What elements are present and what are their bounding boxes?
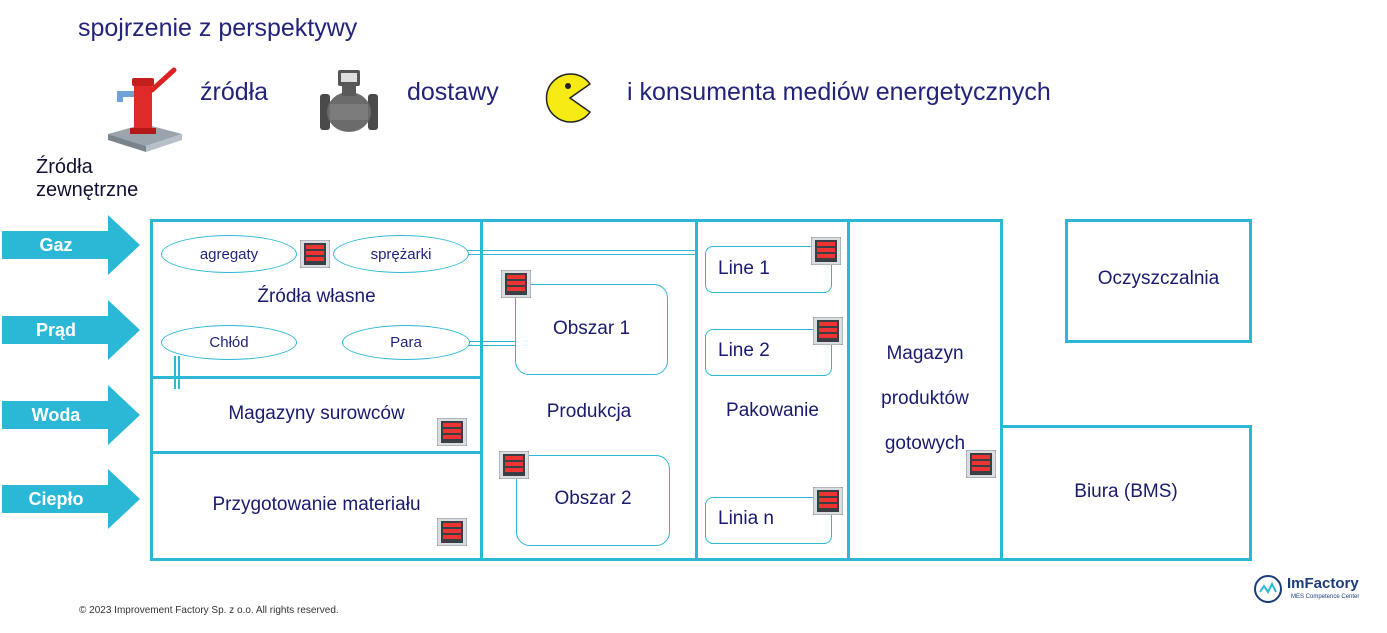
line2-box — [705, 329, 832, 376]
power-meter-icon — [437, 418, 467, 446]
area1-box — [515, 284, 668, 375]
gas-meter-icon — [316, 68, 382, 138]
arrow-water-label: Woda — [31, 404, 81, 425]
delivery-label: dostawy — [407, 78, 499, 106]
external-sources-line1: Źródła — [36, 156, 93, 178]
wastewater-box — [1065, 219, 1252, 343]
area2-label: Obszar 2 — [554, 488, 632, 509]
pacman-icon — [544, 72, 594, 124]
imfactory-logo: ImFactory MES Competence Center — [1253, 574, 1368, 606]
wastewater-label: Oczyszczalnia — [1097, 268, 1220, 289]
pipe-vertical-left — [174, 356, 180, 389]
logo-sub: MES Competence Center — [1291, 594, 1360, 600]
area2-box — [516, 455, 670, 546]
finished-goods-label: Magazyn produktów gotowych — [847, 331, 1003, 466]
power-meter-icon — [300, 240, 330, 268]
line-n-box — [705, 497, 832, 544]
ellipse-aggregates: agregaty — [161, 235, 297, 273]
offices-label: Biura (BMS) — [1074, 481, 1178, 502]
ellipse-compressors: sprężarki — [333, 235, 469, 273]
pipe-horizontal-mid — [468, 341, 518, 346]
power-meter-icon — [437, 518, 467, 546]
power-meter-icon — [813, 487, 843, 515]
imfactory-logo-mark-icon — [1254, 575, 1282, 603]
arrow-gas-label: Gaz — [39, 234, 73, 255]
consumer-label: i konsumenta mediów energetycznych — [627, 78, 1051, 106]
finished-goods-line3: gotowych — [884, 433, 966, 454]
source-label: źródła — [200, 78, 269, 106]
ellipse-cooling: Chłód — [161, 325, 297, 360]
arrow-power-label: Prąd — [35, 319, 77, 340]
water-pump-icon — [104, 64, 184, 152]
line1-box — [705, 246, 832, 293]
external-sources-title: Źródła zewnętrzne — [36, 156, 138, 202]
ellipse-steam: Para — [342, 325, 470, 360]
line1-label: Line 1 — [718, 258, 770, 279]
production-label: Produkcja — [546, 401, 632, 422]
line2-label: Line 2 — [718, 340, 770, 361]
finished-goods-line1: Magazyn — [886, 343, 964, 364]
copyright-text: © 2023 Improvement Factory Sp. z o.o. Al… — [79, 605, 339, 616]
finished-goods-line2: produktów — [881, 388, 969, 409]
arrow-heat-label: Ciepło — [28, 488, 84, 509]
arrow-heat: Ciepło — [2, 469, 140, 529]
line-n-label: Linia n — [718, 508, 774, 529]
external-sources-line2: zewnętrzne — [36, 179, 139, 201]
power-meter-icon — [811, 237, 841, 265]
area1-label: Obszar 1 — [552, 318, 631, 339]
power-meter-icon — [499, 451, 529, 479]
logo-name: ImFactory — [1287, 575, 1359, 592]
finished-goods-box — [847, 219, 1003, 561]
power-meter-icon — [966, 450, 996, 478]
raw-storage-label: Magazyny surowców — [228, 403, 405, 424]
power-meter-icon — [813, 317, 843, 345]
pipe-horizontal-top — [468, 250, 697, 255]
offices-box — [1000, 425, 1252, 561]
arrow-power: Prąd — [2, 300, 140, 360]
arrow-water: Woda — [2, 385, 140, 445]
material-prep-label: Przygotowanie materiału — [212, 494, 421, 515]
packing-label: Pakowanie — [726, 400, 819, 421]
power-meter-icon — [501, 270, 531, 298]
slide-title: spojrzenie z perspektywy — [78, 14, 358, 42]
arrow-gas: Gaz — [2, 215, 140, 275]
own-sources-title: Źródła własne — [257, 286, 376, 307]
